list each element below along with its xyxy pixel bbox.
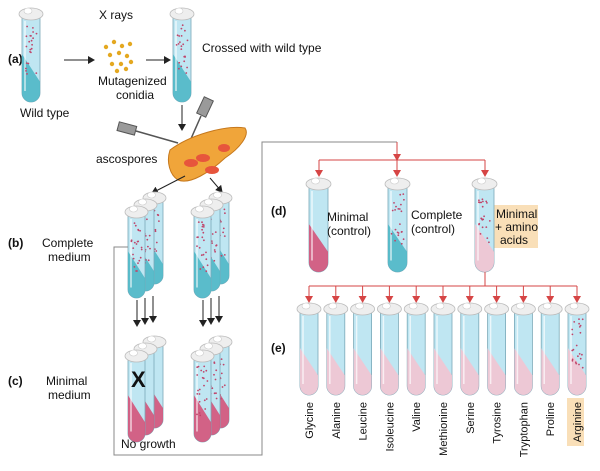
cluster-tube xyxy=(124,349,149,443)
amino-acids-label-3: acids xyxy=(500,233,528,247)
no-growth-label: No growth xyxy=(121,437,176,451)
panel-label-a: (a) xyxy=(8,52,23,66)
conidia-label: conidia xyxy=(116,88,154,102)
conidium-dot xyxy=(128,59,134,65)
amino-acid-tubes xyxy=(296,302,590,396)
arginine-highlight xyxy=(567,398,584,446)
amino-acid-label-tryptophan: Tryptophan xyxy=(518,402,530,457)
conidium-dot xyxy=(118,61,124,67)
amino-acid-tube-alanine xyxy=(323,302,349,396)
amino-acid-label-methionine: Methionine xyxy=(438,402,450,456)
panel-label-d: (d) xyxy=(271,204,286,218)
red-distribution-arrows-e xyxy=(305,272,581,303)
conidium-dot xyxy=(109,61,115,67)
conidium-dot xyxy=(114,68,120,74)
minimal-control-tube xyxy=(305,177,332,273)
complete-medium-tubes-left xyxy=(124,191,167,299)
complete-control-tube xyxy=(384,177,411,273)
minimal-medium-tubes-left xyxy=(124,335,167,443)
amino-acid-tube-arginine xyxy=(564,302,590,396)
amino-acid-tube-methionine xyxy=(430,302,456,396)
minimal-amino-acids-tube xyxy=(471,177,498,273)
conidium-dot xyxy=(111,39,117,45)
minimal-control-label-2: (control) xyxy=(327,224,371,238)
x-mark: X xyxy=(131,367,146,392)
ascospores-label: ascospores xyxy=(96,152,157,166)
cluster-tube xyxy=(124,205,149,299)
complete-control-label-1: Complete xyxy=(411,208,463,222)
red-distribution-arrows-d xyxy=(315,142,489,177)
amino-acid-tube-proline xyxy=(537,302,563,396)
amino-acid-label-glycine: Glycine xyxy=(304,402,316,439)
amino-acid-label-tyrosine: Tyrosine xyxy=(492,402,504,444)
conidium-dot xyxy=(107,52,113,58)
conidium-dot xyxy=(116,50,122,56)
amino-acid-tube-isoleucine xyxy=(376,302,402,396)
amino-acid-label-leucine: Leucine xyxy=(358,402,370,441)
arrow-to-left-cluster xyxy=(151,175,186,194)
crossed-tube xyxy=(169,7,195,103)
complete-medium-tubes-right xyxy=(190,191,233,299)
amino-acid-label-arginine: Arginine xyxy=(572,402,584,442)
complete-medium-label-2: medium xyxy=(48,250,91,264)
amino-acid-tube-glycine xyxy=(296,302,322,396)
conidium-dot xyxy=(123,66,129,72)
amino-acids-label-1: Minimal xyxy=(496,207,537,221)
panel-label-e: (e) xyxy=(271,341,286,355)
minimal-control-label-1: Minimal xyxy=(327,210,368,224)
minimal-control-tube xyxy=(305,177,332,273)
amino-acids-highlight xyxy=(492,205,538,248)
cluster-tube xyxy=(190,349,215,443)
amino-acid-tube-tryptophan xyxy=(511,302,536,396)
mutagenized-label: Mutagenized xyxy=(98,74,167,88)
complete-control-tube xyxy=(384,177,411,273)
amino-acid-labels: Glycine Alanine Leucine Isoleucine Valine Met… xyxy=(304,402,584,457)
complete-control-label-2: (control) xyxy=(411,222,455,236)
amino-acid-tube-leucine xyxy=(350,302,376,396)
amino-acid-label-valine: Valine xyxy=(411,402,423,432)
conidium-dot xyxy=(103,44,109,50)
wild-type-tube xyxy=(18,7,44,103)
conidium-dot xyxy=(119,43,125,49)
panel-label-b: (b) xyxy=(8,236,23,250)
conidium-dot xyxy=(127,41,133,47)
amino-acid-label-isoleucine: Isoleucine xyxy=(384,402,396,452)
minimal-medium-tubes-right xyxy=(190,335,233,443)
transfer-arrows xyxy=(133,296,223,327)
crossed-tube xyxy=(169,7,195,103)
complete-medium-label-1: Complete xyxy=(42,236,94,250)
wild-type-tube xyxy=(18,7,44,103)
wild-type-label: Wild type xyxy=(20,106,70,120)
amino-acid-tube-serine xyxy=(457,302,483,396)
amino-acid-tube-valine xyxy=(403,302,429,396)
dissecting-needle-left-icon xyxy=(116,121,179,144)
amino-acids-label-2: + amino xyxy=(495,220,538,234)
amino-acid-label-serine: Serine xyxy=(465,402,477,434)
crossed-label: Crossed with wild type xyxy=(202,41,322,55)
mutagenized-conidia-dots xyxy=(103,39,134,74)
amino-acid-label-alanine: Alanine xyxy=(331,402,343,439)
amino-acid-label-proline: Proline xyxy=(545,402,557,436)
minimal-amino-acids-tube xyxy=(471,177,498,273)
fungal-mold-icon xyxy=(167,126,247,182)
x-rays-label: X rays xyxy=(99,8,133,22)
arrow-to-right-cluster xyxy=(209,177,223,193)
minimal-medium-label-1: Minimal xyxy=(46,374,87,388)
bracket-connector xyxy=(113,141,397,456)
cluster-tube xyxy=(190,205,215,299)
amino-acid-tube-tyrosine xyxy=(484,302,510,396)
minimal-medium-label-2: medium xyxy=(48,388,91,402)
conidium-dot xyxy=(124,53,130,59)
panel-label-c: (c) xyxy=(8,374,23,388)
